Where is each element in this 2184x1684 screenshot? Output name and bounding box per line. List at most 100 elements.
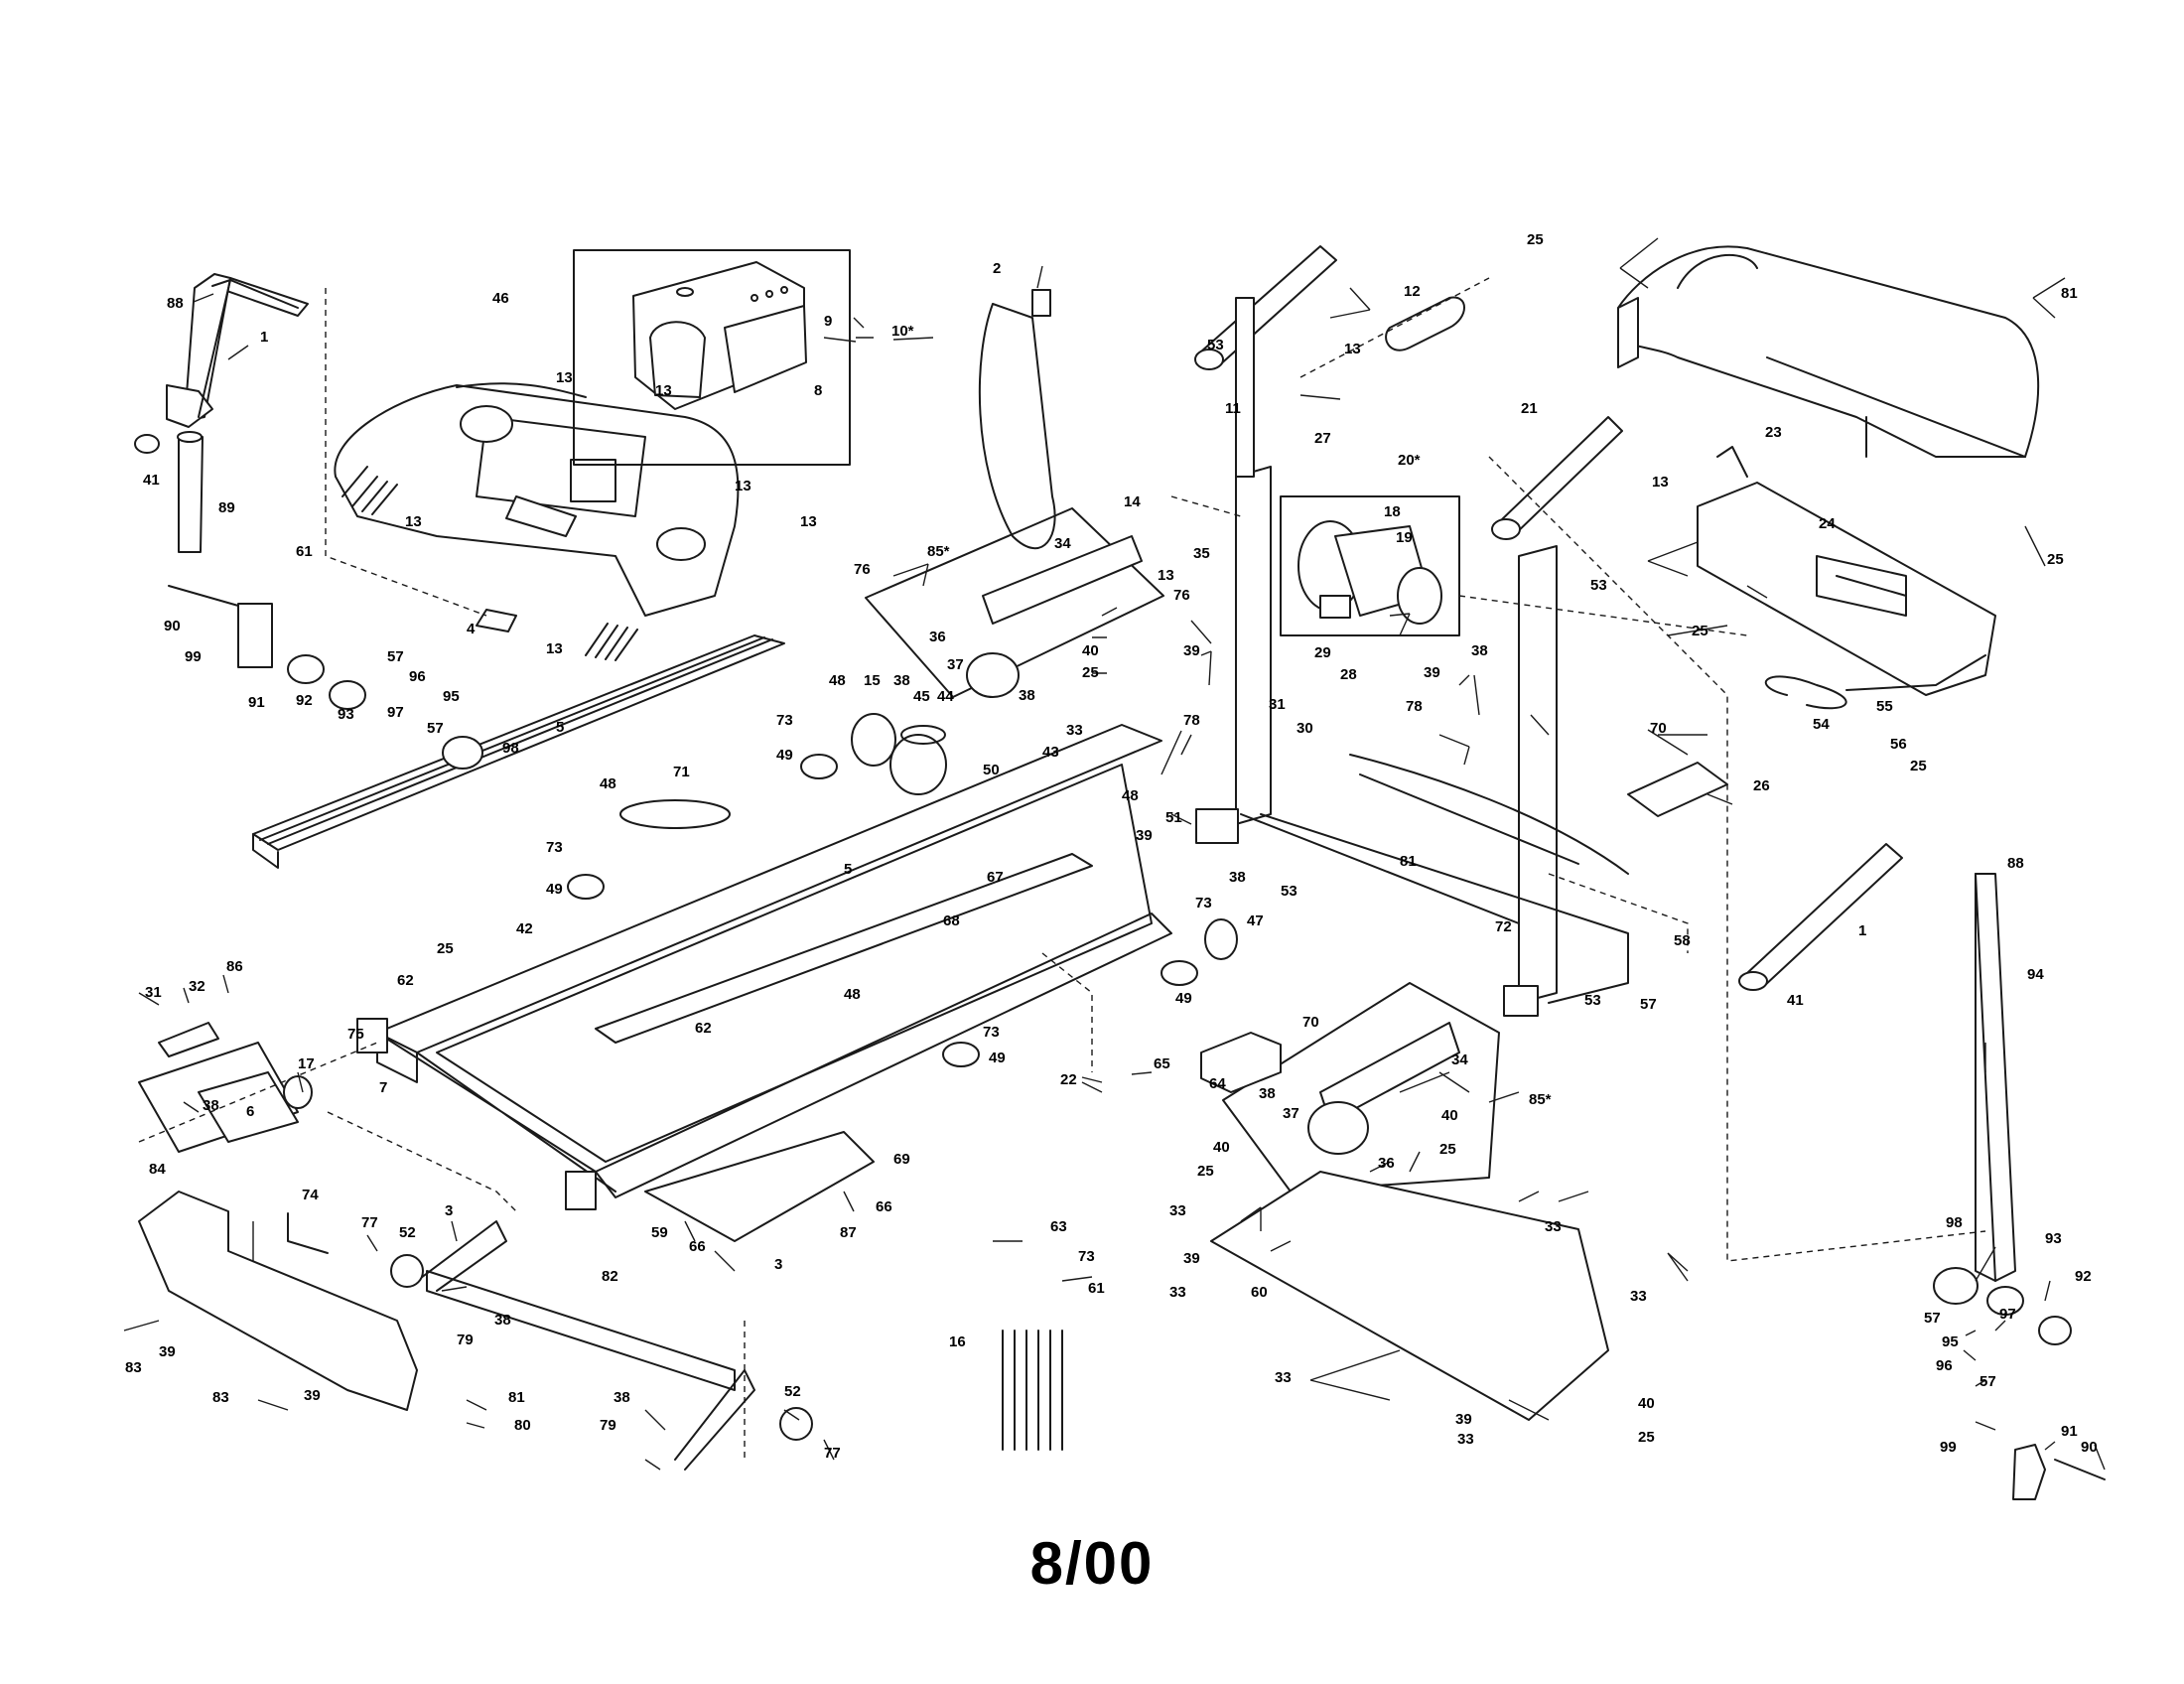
callout-label: 1	[1858, 922, 1866, 939]
callout-label: 91	[2061, 1423, 2078, 1440]
callout-label: 72	[1495, 918, 1512, 935]
left-handrail-group	[134, 273, 309, 553]
callout-label: 4	[467, 621, 476, 637]
callout-label: 93	[2045, 1230, 2062, 1247]
callout-label: 66	[689, 1238, 706, 1255]
callout-label: 99	[1940, 1439, 1957, 1456]
callout-label: 5	[844, 861, 852, 878]
callout-label: 36	[929, 629, 946, 645]
callout-label: 22	[1060, 1071, 1077, 1088]
console-housing	[334, 382, 740, 661]
callout-label: 77	[361, 1214, 378, 1231]
callout-label: 53	[1584, 992, 1601, 1009]
callout-label: 21	[1521, 400, 1538, 417]
callout-label: 97	[1999, 1306, 2016, 1323]
callout-label: 38	[203, 1097, 219, 1114]
cable-71	[619, 799, 731, 829]
callout-label: 78	[1406, 698, 1423, 715]
callout-label: 53	[1590, 577, 1607, 594]
callout-label: 85*	[927, 543, 950, 560]
callout-label: 73	[983, 1024, 1000, 1041]
callout-label: 60	[1251, 1284, 1268, 1301]
callout-label: 55	[1876, 698, 1893, 715]
callout-label: 92	[2075, 1268, 2092, 1285]
motor-tray	[644, 1131, 875, 1242]
callout-label: 25	[2047, 551, 2064, 568]
motor-box-lower	[1222, 982, 1500, 1193]
callout-label: 44	[937, 688, 954, 705]
callout-label: 48	[844, 986, 861, 1003]
deck-frame	[356, 724, 1172, 1210]
right-handrail-group	[1738, 843, 2016, 1282]
left-upright-handle	[1194, 245, 1337, 478]
callout-label: 13	[405, 513, 422, 530]
callout-label: 91	[248, 694, 265, 711]
callout-label: 13	[1652, 474, 1669, 491]
callout-label: 32	[189, 978, 205, 995]
foot-cover	[138, 1191, 418, 1411]
callout-label: 49	[546, 881, 563, 898]
callout-label: 38	[1471, 642, 1488, 659]
callout-label: 34	[1054, 535, 1071, 552]
callout-label: 7	[379, 1079, 387, 1096]
callout-label: 52	[784, 1383, 801, 1400]
callout-label: 37	[947, 656, 964, 673]
callout-label: 46	[492, 290, 509, 307]
callout-label: 73	[776, 712, 793, 729]
callout-label: 13	[1158, 567, 1174, 584]
callout-label: 48	[600, 775, 616, 792]
callout-label: 88	[167, 295, 184, 312]
front-roller-group	[567, 713, 1238, 1067]
callout-label: 96	[409, 668, 426, 685]
callout-label: 57	[1640, 996, 1657, 1013]
callout-label: 34	[1451, 1052, 1468, 1068]
callout-label: 39	[1455, 1411, 1472, 1428]
callout-label: 33	[1169, 1202, 1186, 1219]
callout-label: 92	[296, 692, 313, 709]
callout-label: 93	[338, 706, 354, 723]
callout-label: 25	[437, 940, 454, 957]
callout-label: 39	[304, 1387, 321, 1404]
callout-label: 40	[1213, 1139, 1230, 1156]
callout-label: 33	[1169, 1284, 1186, 1301]
callout-label: 13	[735, 478, 751, 494]
callout-label: 39	[1183, 642, 1200, 659]
callout-label: 95	[443, 688, 460, 705]
motor-box-upper	[865, 507, 1164, 698]
callout-label: 3	[774, 1256, 782, 1273]
upright-frame	[1195, 466, 1629, 1017]
callout-label: 90	[2081, 1439, 2098, 1456]
callout-label: 74	[302, 1187, 319, 1203]
callout-label: 27	[1314, 430, 1331, 447]
callout-label: 33	[1066, 722, 1083, 739]
callout-label: 61	[1088, 1280, 1105, 1297]
callout-label: 70	[1302, 1014, 1319, 1031]
callout-label: 37	[1283, 1105, 1299, 1122]
callout-label: 78	[1183, 712, 1200, 729]
callout-label: 63	[1050, 1218, 1067, 1235]
callout-label: 77	[824, 1445, 841, 1462]
callout-label: 33	[1630, 1288, 1647, 1305]
callout-label: 33	[1545, 1218, 1562, 1235]
callout-label: 96	[1936, 1357, 1953, 1374]
callout-label: 58	[1674, 932, 1691, 949]
callout-label: 15	[864, 672, 881, 689]
projection-lines	[138, 277, 1986, 1460]
callout-label: 18	[1384, 503, 1401, 520]
callout-label: 39	[159, 1343, 176, 1360]
callout-label: 87	[840, 1224, 857, 1241]
callout-label: 40	[1082, 642, 1099, 659]
callout-label: 95	[1942, 1333, 1959, 1350]
leader-lines	[123, 237, 2106, 1471]
callout-label: 31	[1269, 696, 1286, 713]
callout-label: 17	[298, 1055, 315, 1072]
callout-label: 66	[876, 1198, 892, 1215]
callout-label: 53	[1207, 337, 1224, 353]
callout-label: 79	[600, 1417, 616, 1434]
callout-label: 9	[824, 313, 832, 330]
callout-label: 81	[2061, 285, 2078, 302]
callout-label: 25	[1197, 1163, 1214, 1180]
callout-label: 42	[516, 920, 533, 937]
callout-label: 40	[1441, 1107, 1458, 1124]
